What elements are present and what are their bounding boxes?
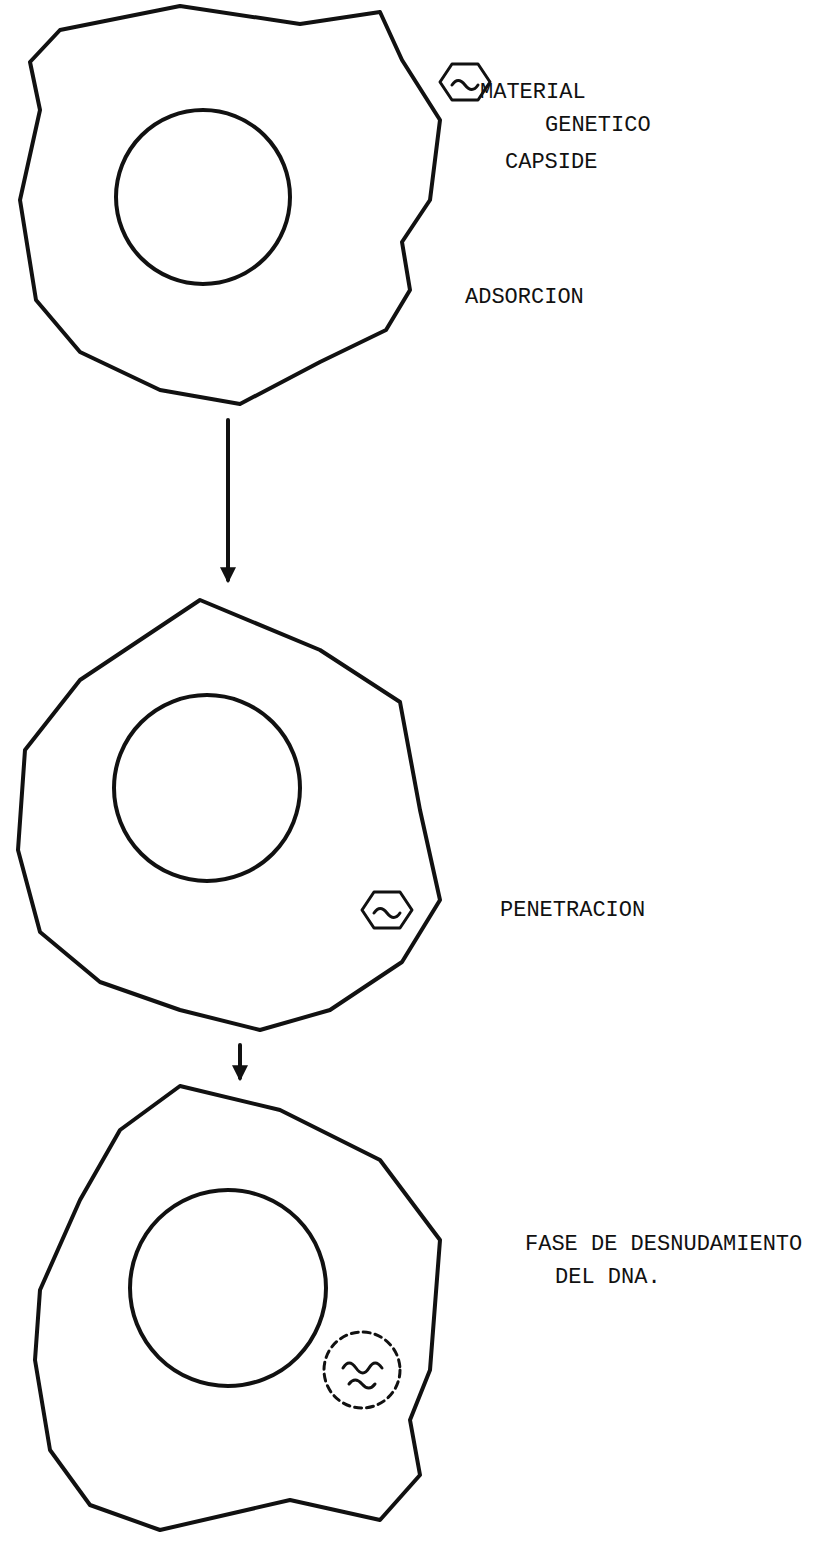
genetic-material — [452, 81, 478, 90]
genetic-material — [343, 1363, 382, 1373]
part-label: CAPSIDE — [505, 146, 597, 179]
step-arrow — [238, 1045, 242, 1078]
stage-label: FASE DE DESNUDAMIENTO DEL DNA. — [525, 1228, 810, 1294]
cell-nucleus — [130, 1190, 326, 1386]
step-arrow — [226, 420, 230, 580]
virus-capsid — [362, 892, 412, 928]
cell-outline — [18, 600, 440, 1030]
stage-label: ADSORCION — [465, 281, 584, 314]
cell-nucleus — [116, 110, 290, 284]
cell-nucleus — [114, 695, 300, 881]
uncoated-dna-region — [324, 1332, 400, 1408]
cell-outline — [35, 1086, 440, 1530]
genetic-material — [349, 1380, 375, 1388]
genetic-material — [374, 909, 400, 918]
stage-label: PENETRACION — [500, 894, 645, 927]
part-label: MATERIAL GENETICO — [480, 76, 665, 142]
cell-outline — [20, 6, 440, 404]
